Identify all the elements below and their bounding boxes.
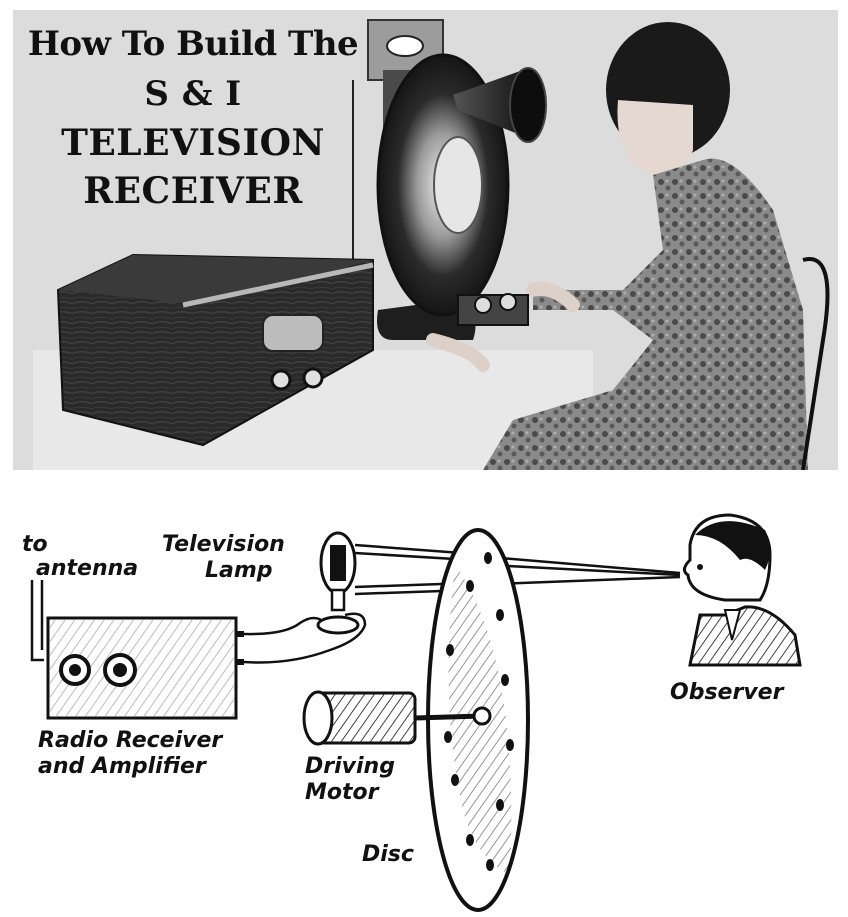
- headline-line-4: RECEIVER: [83, 170, 303, 212]
- television-lamp: [316, 531, 360, 635]
- seated-woman: [426, 22, 830, 470]
- label-motor-line-2: Motor: [305, 780, 379, 805]
- driving-motor: [302, 690, 492, 746]
- label-receiver-line-1: Radio Receiver: [38, 728, 223, 753]
- headline-line-2: S & I: [144, 74, 242, 114]
- label-disc: Disc: [362, 842, 414, 867]
- headline-line-1: How To Build The: [27, 24, 359, 64]
- schematic-drawing: [30, 513, 802, 912]
- photo-illustration: [13, 10, 838, 470]
- label-observer: Observer: [670, 680, 784, 705]
- label-antenna-line-2: antenna: [36, 556, 139, 581]
- observer-figure: [683, 513, 802, 667]
- label-lamp-line-1: Television: [162, 532, 285, 557]
- headline-line-3: TELEVISION: [61, 122, 325, 164]
- antenna-wire: [30, 580, 44, 662]
- light-beams: [354, 543, 681, 596]
- label-receiver-line-2: and Amplifier: [38, 754, 206, 779]
- label-lamp-line-2: Lamp: [205, 558, 273, 583]
- photo-panel: How To Build The S & I TELEVISION RECEIV…: [13, 10, 838, 470]
- schematic-diagram: to antenna Television Lamp Radio Receive…: [0, 475, 848, 917]
- control-knob-device: [457, 293, 529, 326]
- scanning-disc-unit: [352, 19, 547, 340]
- receiver-cabinet: [56, 253, 374, 447]
- label-motor-line-1: Driving: [305, 754, 395, 779]
- radio-receiver-box: [46, 616, 244, 720]
- label-antenna-line-1: to: [22, 532, 48, 557]
- lamp-wires: [243, 612, 367, 664]
